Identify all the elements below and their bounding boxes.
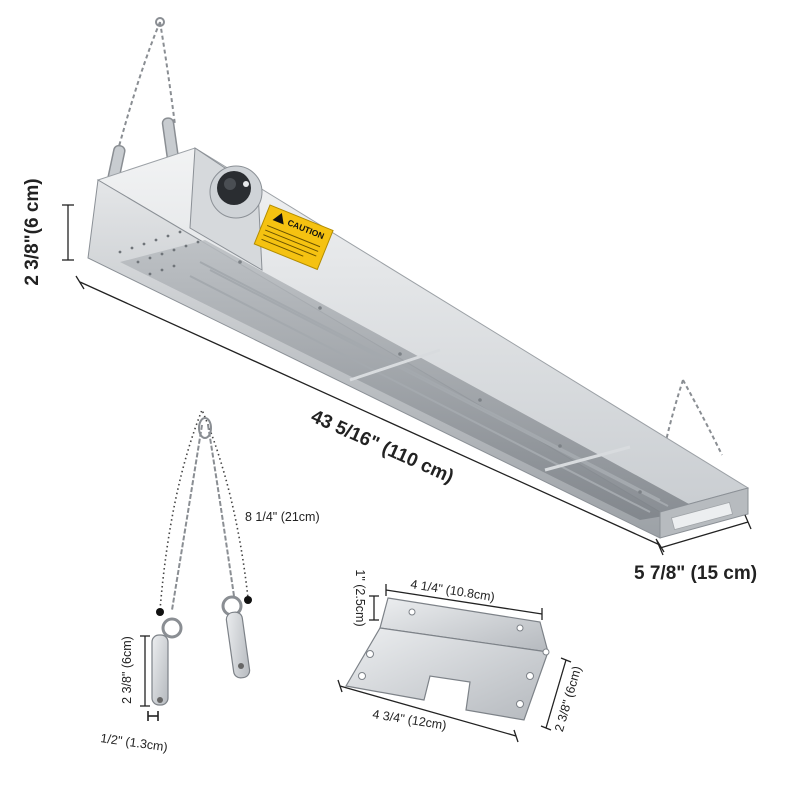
- height-dimension-label: 2 3/8"(6 cm): [22, 178, 43, 285]
- bracket-side-height-label: 2 3/8" (6cm): [552, 664, 584, 733]
- chain-tab-left: [151, 634, 169, 706]
- tab-width-dimension-line: [147, 711, 159, 721]
- bracket-holes: [358, 608, 550, 708]
- bracket-side-height-dimension-line: [540, 657, 572, 731]
- chain-tab-right: [225, 611, 251, 679]
- bracket-flange-height-label: 1" (2.5cm): [353, 569, 367, 626]
- chain-links: [171, 417, 235, 611]
- mounting-bracket: [345, 597, 550, 721]
- element-guard: [349, 348, 631, 472]
- bracket-flange-height-dimension-line: [369, 595, 379, 621]
- control-knob: [209, 165, 263, 219]
- bracket-bottom-width-label: 4 3/4" (12cm): [372, 707, 448, 732]
- chain-length-dotted-guide: [159, 407, 249, 611]
- tab-width-label: 1/2" (1.3cm): [100, 731, 169, 754]
- tab-height-dimension-line: [140, 635, 150, 707]
- heater-element-underside: [120, 240, 700, 520]
- hanging-chain-left: [117, 17, 176, 151]
- tab-height-label: 2 3/8" (6cm): [120, 636, 134, 704]
- screw-row: [238, 260, 642, 494]
- bracket-top-width-dimension-line: [385, 584, 543, 620]
- height-dimension-line: [62, 204, 74, 261]
- vent-dot-pattern: [118, 230, 200, 276]
- depth-dimension-label: 5 7/8" (15 cm): [634, 563, 757, 584]
- bracket-bottom-width-dimension-line: [337, 679, 519, 743]
- chain-detail: [151, 407, 252, 706]
- chain-length-label: 8 1/4" (21cm): [245, 510, 320, 524]
- caution-label: CAUTION: [253, 204, 334, 271]
- depth-dimension-line: [656, 514, 752, 556]
- heater-body: CAUTION: [87, 147, 750, 539]
- bracket-base-plate: [345, 627, 549, 721]
